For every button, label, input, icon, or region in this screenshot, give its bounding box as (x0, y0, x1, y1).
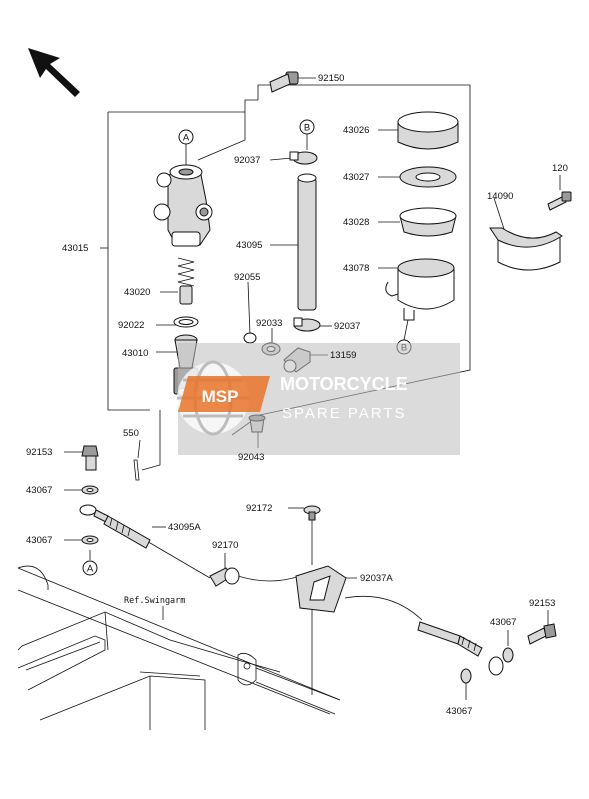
part-spring-43020 (177, 257, 195, 305)
label-550: 550 (123, 428, 139, 439)
label-43067-left2: 43067 (26, 535, 52, 546)
label-43095: 43095 (236, 240, 262, 251)
label-13159: 13159 (330, 350, 356, 361)
part-diaphragm-43028 (399, 207, 457, 237)
part-clamp-92037-mid (293, 317, 321, 332)
callout-a-top: A (178, 129, 194, 165)
label-43028: 43028 (343, 217, 369, 228)
label-120: 120 (552, 163, 568, 174)
watermark: MSP MOTORCYCLE SPARE PARTS (177, 343, 460, 455)
svg-text:MSP: MSP (202, 387, 239, 406)
label-43078: 43078 (343, 263, 369, 274)
label-43015: 43015 (62, 243, 88, 254)
part-bracket-14090 (489, 227, 563, 271)
label-92153-right: 92153 (529, 598, 555, 609)
part-hose-43095A (79, 504, 151, 549)
part-clamp-92170 (209, 567, 240, 587)
swingarm-outline (17, 565, 341, 730)
part-hose-end-right (417, 621, 504, 676)
part-screw-120 (547, 191, 572, 211)
label-43027: 43027 (343, 172, 369, 183)
label-43067-right1: 43067 (490, 617, 516, 628)
label-92055: 92055 (234, 272, 260, 283)
part-washer-43067-left1 (81, 485, 99, 495)
label-43010: 43010 (122, 348, 148, 359)
part-banjo-bolt-92153-right (527, 623, 557, 645)
part-labels: 92150 43026 92037 43027 120 14090 43028 … (26, 73, 568, 717)
label-92043: 92043 (238, 452, 264, 463)
label-43067-left1: 43067 (26, 485, 52, 496)
svg-text:B: B (304, 123, 310, 134)
label-92037-mid: 92037 (334, 321, 360, 332)
label-43095A: 43095A (168, 522, 201, 533)
part-banjo-bolt-92153-left (81, 445, 99, 471)
part-clamp-92037-top (289, 151, 318, 165)
label-14090: 14090 (487, 191, 513, 202)
part-oring-92055 (243, 332, 257, 344)
part-plate-43027 (399, 166, 457, 188)
svg-text:A: A (87, 564, 94, 575)
label-43026: 43026 (343, 125, 369, 136)
label-ref-swingarm: Ref.Swingarm (124, 596, 185, 606)
svg-text:A: A (183, 133, 190, 144)
part-washer-43067-left2 (81, 535, 99, 545)
label-43020: 43020 (124, 287, 150, 298)
label-92022: 92022 (118, 320, 144, 331)
label-92172: 92172 (246, 503, 272, 514)
part-reservoir-43078 (385, 258, 455, 321)
callout-b-top: B (299, 119, 315, 150)
label-92153-left: 92153 (26, 447, 52, 458)
label-92150: 92150 (318, 73, 344, 84)
label-92037-top: 92037 (234, 155, 260, 166)
label-92033: 92033 (256, 318, 282, 329)
svg-text:SPARE PARTS: SPARE PARTS (282, 405, 407, 422)
part-washer-43067-right1 (502, 647, 514, 663)
part-cap-43026 (397, 111, 459, 150)
part-circlip-92022 (173, 316, 199, 328)
part-hose-43095 (297, 173, 317, 311)
part-master-cylinder-body (153, 164, 213, 247)
part-bolt-92150 (269, 71, 299, 93)
part-guide-92037A (295, 565, 347, 613)
label-92170: 92170 (212, 540, 238, 551)
part-cotter-pin-550 (133, 459, 140, 481)
label-43067-right2: 43067 (446, 706, 472, 717)
callout-a-lower: A (82, 560, 98, 576)
svg-text:MOTORCYCLE: MOTORCYCLE (280, 374, 408, 394)
part-washer-43067-right2 (460, 668, 472, 684)
label-92037A: 92037A (360, 573, 393, 584)
front-arrow-icon (28, 48, 80, 97)
part-bolt-92172 (303, 505, 321, 521)
